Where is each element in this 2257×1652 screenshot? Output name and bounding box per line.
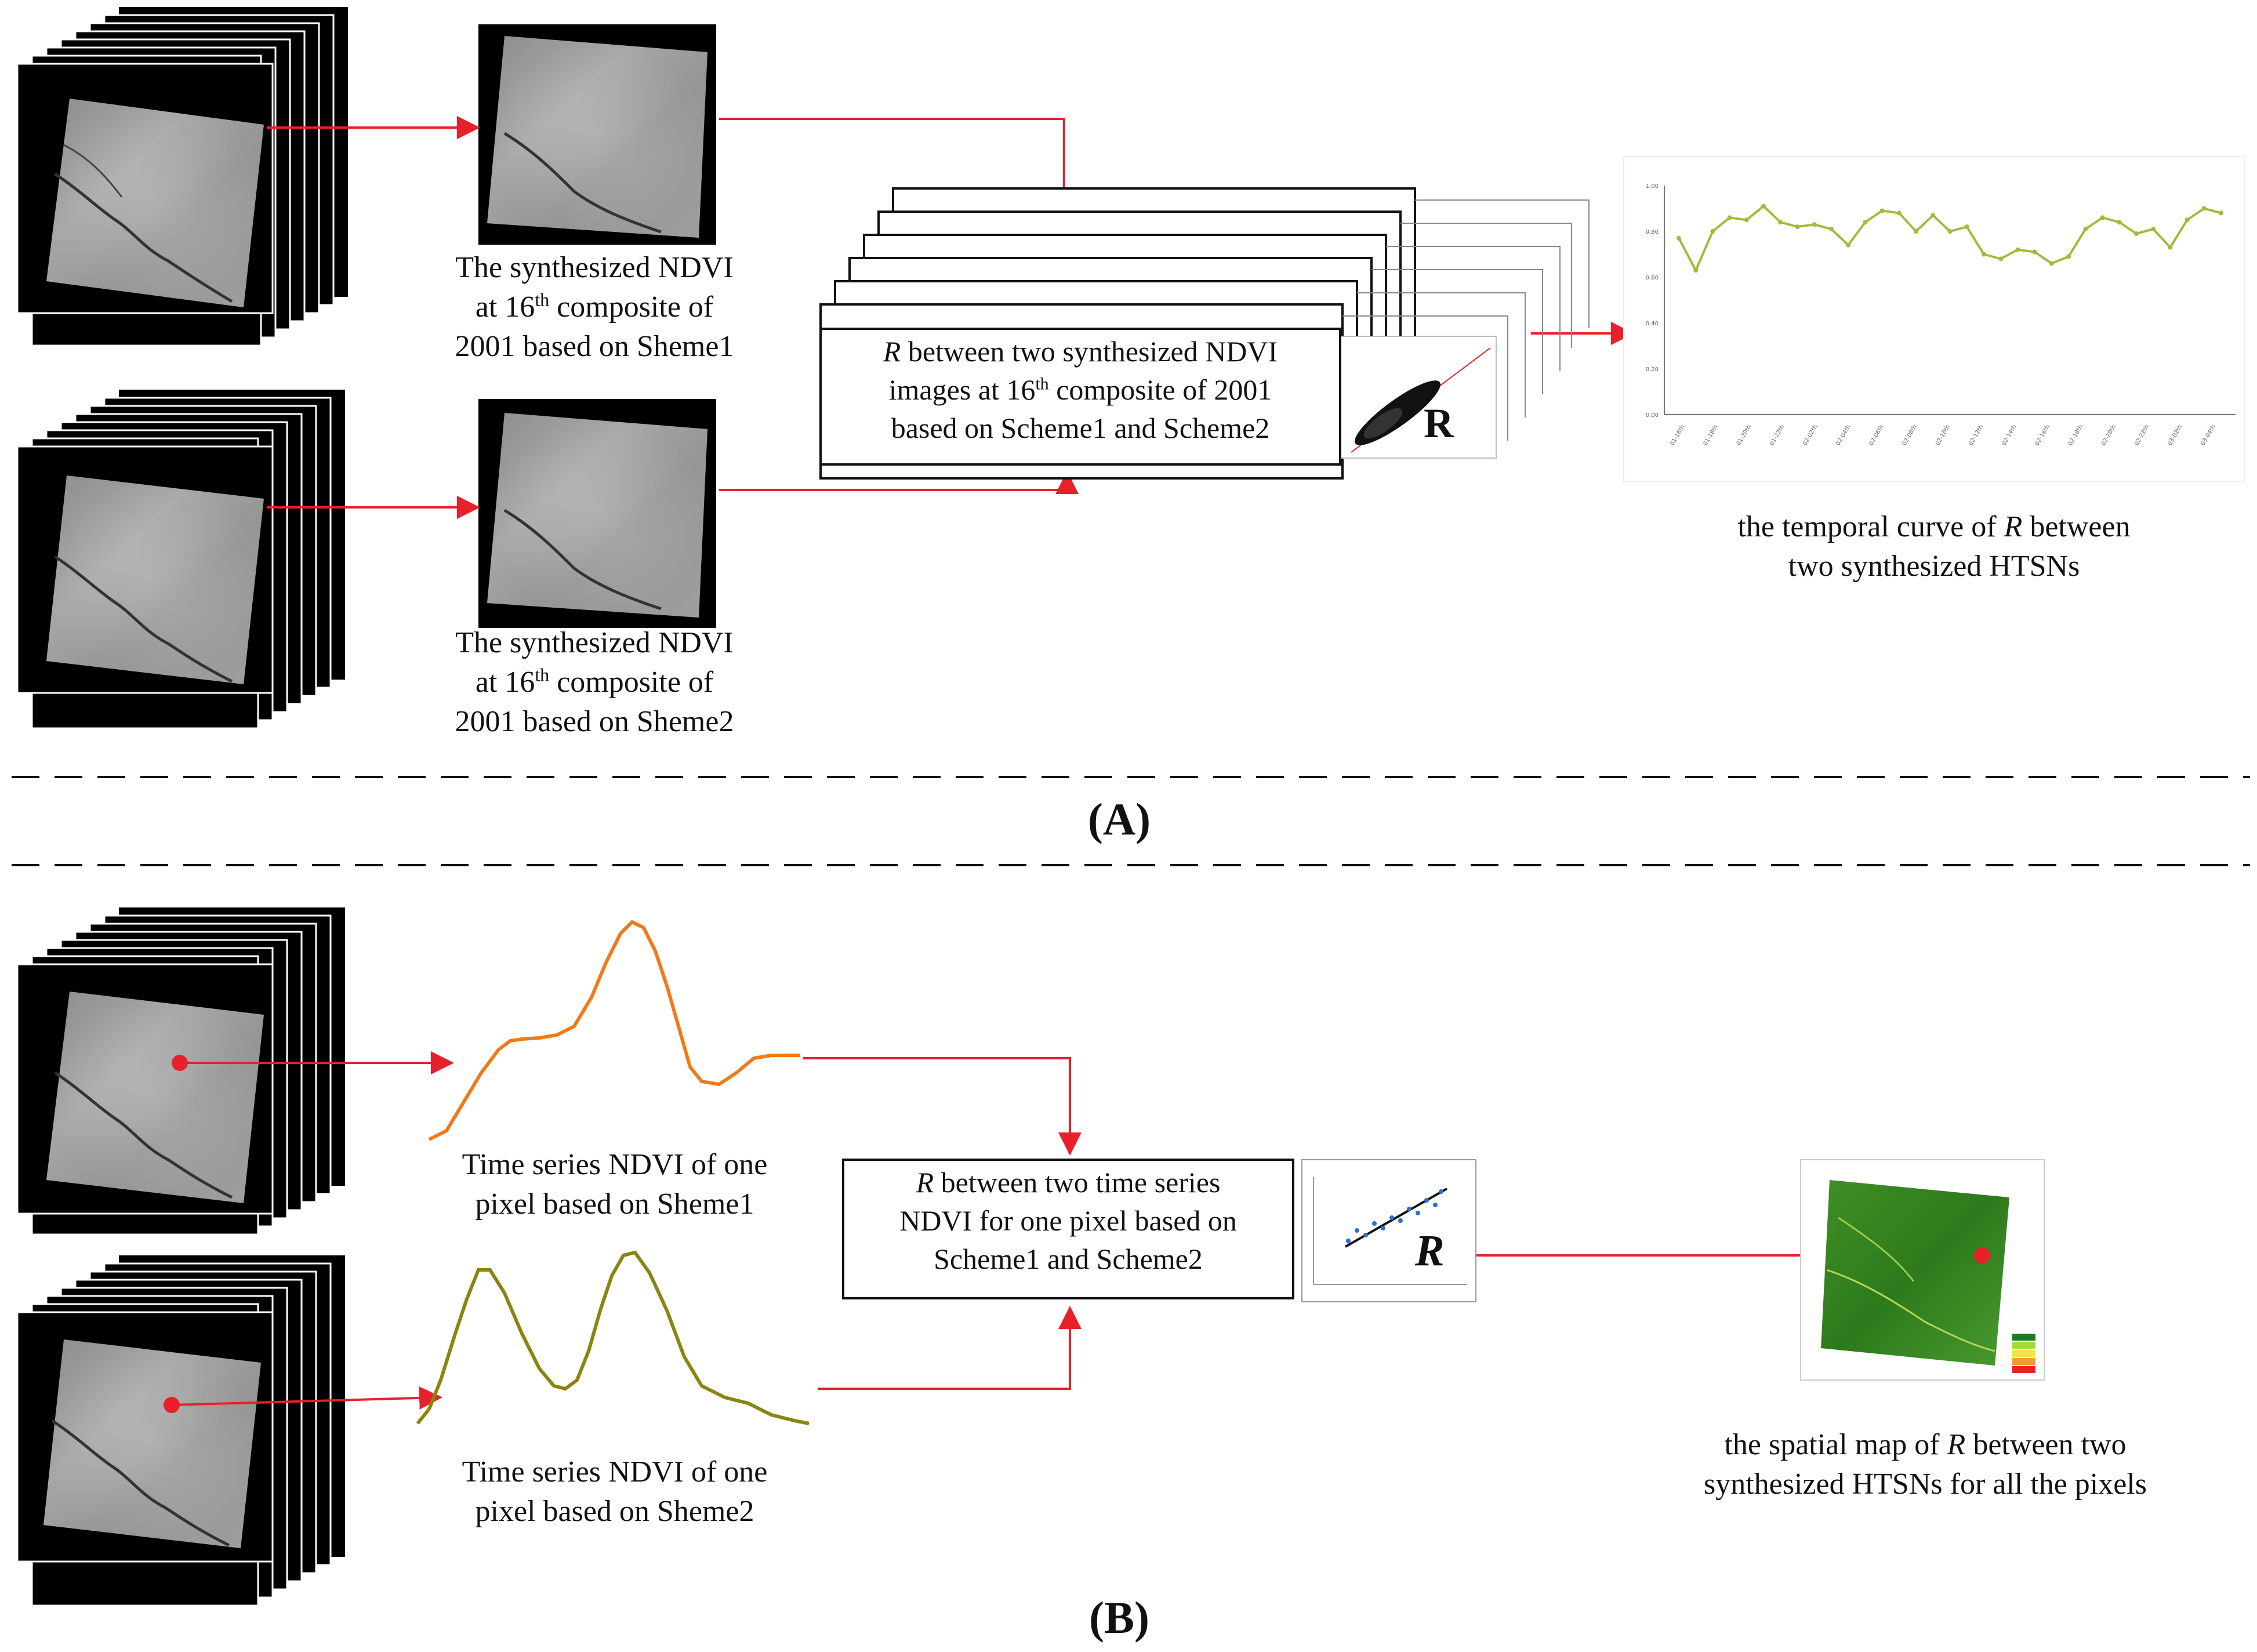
panel-label-b: (B): [1073, 1592, 1166, 1644]
temporal-point: [1795, 224, 1800, 230]
scatter-point: [1363, 1233, 1368, 1237]
y-tick-label: 0.40: [1646, 321, 1659, 327]
y-tick-label: 1.00: [1646, 183, 1659, 190]
spatial-map-caption: the spatial map of R between two synthes…: [1704, 1428, 2147, 1501]
scatter-point: [1381, 1226, 1385, 1230]
scatter-point: [1439, 1189, 1443, 1194]
temporal-point: [1812, 222, 1817, 227]
temporal-point: [1998, 256, 2004, 262]
ndvi-curve-scheme2: [416, 1250, 810, 1425]
temporal-point: [2219, 210, 2223, 216]
temporal-point: [1761, 204, 1766, 209]
temporal-point: [1846, 242, 1851, 248]
scatter-point: [1407, 1207, 1411, 1211]
y-tick-label: 0.20: [1646, 366, 1659, 373]
image-stack-scheme1-a: [16, 7, 348, 347]
frame-connectors-a: [1342, 199, 1590, 441]
temporal-point: [2185, 217, 2190, 223]
temporal-point: [1863, 220, 1868, 225]
caption-scheme1-curve-b: Time series NDVI of one pixel based on S…: [462, 1148, 768, 1221]
ndvi-image-scheme1-a: [478, 24, 716, 245]
scatter-label-b: R: [1415, 1226, 1445, 1275]
scatter-point: [1424, 1198, 1429, 1203]
temporal-point: [1896, 210, 1902, 216]
temporal-point: [2015, 247, 2020, 252]
temporal-point: [1727, 215, 1732, 220]
temporal-point: [1677, 235, 1681, 241]
temporal-point: [1710, 229, 1715, 234]
caption-scheme2-image-a: The synthesized NDVI at 16th composite o…: [455, 626, 734, 738]
temporal-point: [2049, 261, 2054, 266]
image-stack-scheme2-b: [16, 1255, 345, 1607]
scatter-point: [1389, 1215, 1394, 1220]
y-tick-label: 0.60: [1646, 275, 1659, 281]
temporal-point: [1693, 268, 1699, 273]
temporal-point: [2168, 245, 2173, 250]
temporal-point: [2032, 249, 2037, 255]
scatter-point: [1416, 1211, 1420, 1215]
caption-scheme2-curve-b: Time series NDVI of one pixel based on S…: [462, 1455, 768, 1528]
temporal-point: [1914, 229, 1919, 234]
r-box-panel-a: R between two synthesized NDVI images at…: [819, 328, 1341, 466]
temporal-point: [2083, 227, 2088, 232]
temporal-curve-caption: the temporal curve of R between two synt…: [1737, 510, 2131, 583]
scatter-point: [1398, 1218, 1403, 1223]
caption-scheme1-image-a: The synthesized NDVI at 16th composite o…: [455, 251, 734, 363]
image-stack-scheme2-a: [16, 390, 345, 729]
scatter-label-a: R: [1424, 400, 1454, 446]
temporal-point: [2201, 206, 2207, 211]
temporal-y-ticks: 1.00 0.80 0.60 0.40 0.20 0.00: [1646, 183, 1659, 419]
temporal-point: [2100, 215, 2105, 220]
temporal-point: [1828, 227, 1834, 232]
temporal-point: [1964, 224, 1969, 230]
pixel-marker-scheme1: [172, 1055, 188, 1071]
spatial-map: [1800, 1159, 2045, 1381]
panel-label-a: (A): [1073, 793, 1166, 845]
y-tick-label: 0.80: [1646, 229, 1659, 235]
image-stack-scheme1-b: [16, 907, 345, 1236]
y-tick-label: 0.00: [1646, 412, 1659, 419]
scatter-plot-b: [1301, 1159, 1476, 1302]
temporal-point: [1947, 229, 1953, 234]
scatter-plot-a: [1339, 336, 1497, 459]
arrows-panel-a: [267, 116, 1634, 519]
pixel-marker-scheme2: [164, 1397, 180, 1413]
temporal-point: [2117, 220, 2122, 225]
temporal-point: [1981, 252, 1986, 257]
scatter-point: [1355, 1228, 1359, 1233]
temporal-point: [2133, 231, 2139, 236]
temporal-point: [2066, 254, 2071, 259]
temporal-point: [2151, 227, 2156, 232]
ndvi-curve-scheme1: [428, 920, 800, 1141]
temporal-point: [1778, 220, 1783, 225]
scatter-point: [1433, 1203, 1438, 1207]
ndvi-image-scheme2-a: [478, 399, 716, 628]
r-box-panel-b: R between two time series NDVI for one p…: [842, 1159, 1294, 1299]
temporal-series-points: [1677, 204, 2223, 273]
scatter-point: [1372, 1221, 1377, 1226]
temporal-point: [1879, 208, 1885, 213]
scatter-point: [1346, 1239, 1351, 1243]
temporal-point: [1931, 213, 1936, 218]
temporal-point: [1744, 217, 1749, 223]
